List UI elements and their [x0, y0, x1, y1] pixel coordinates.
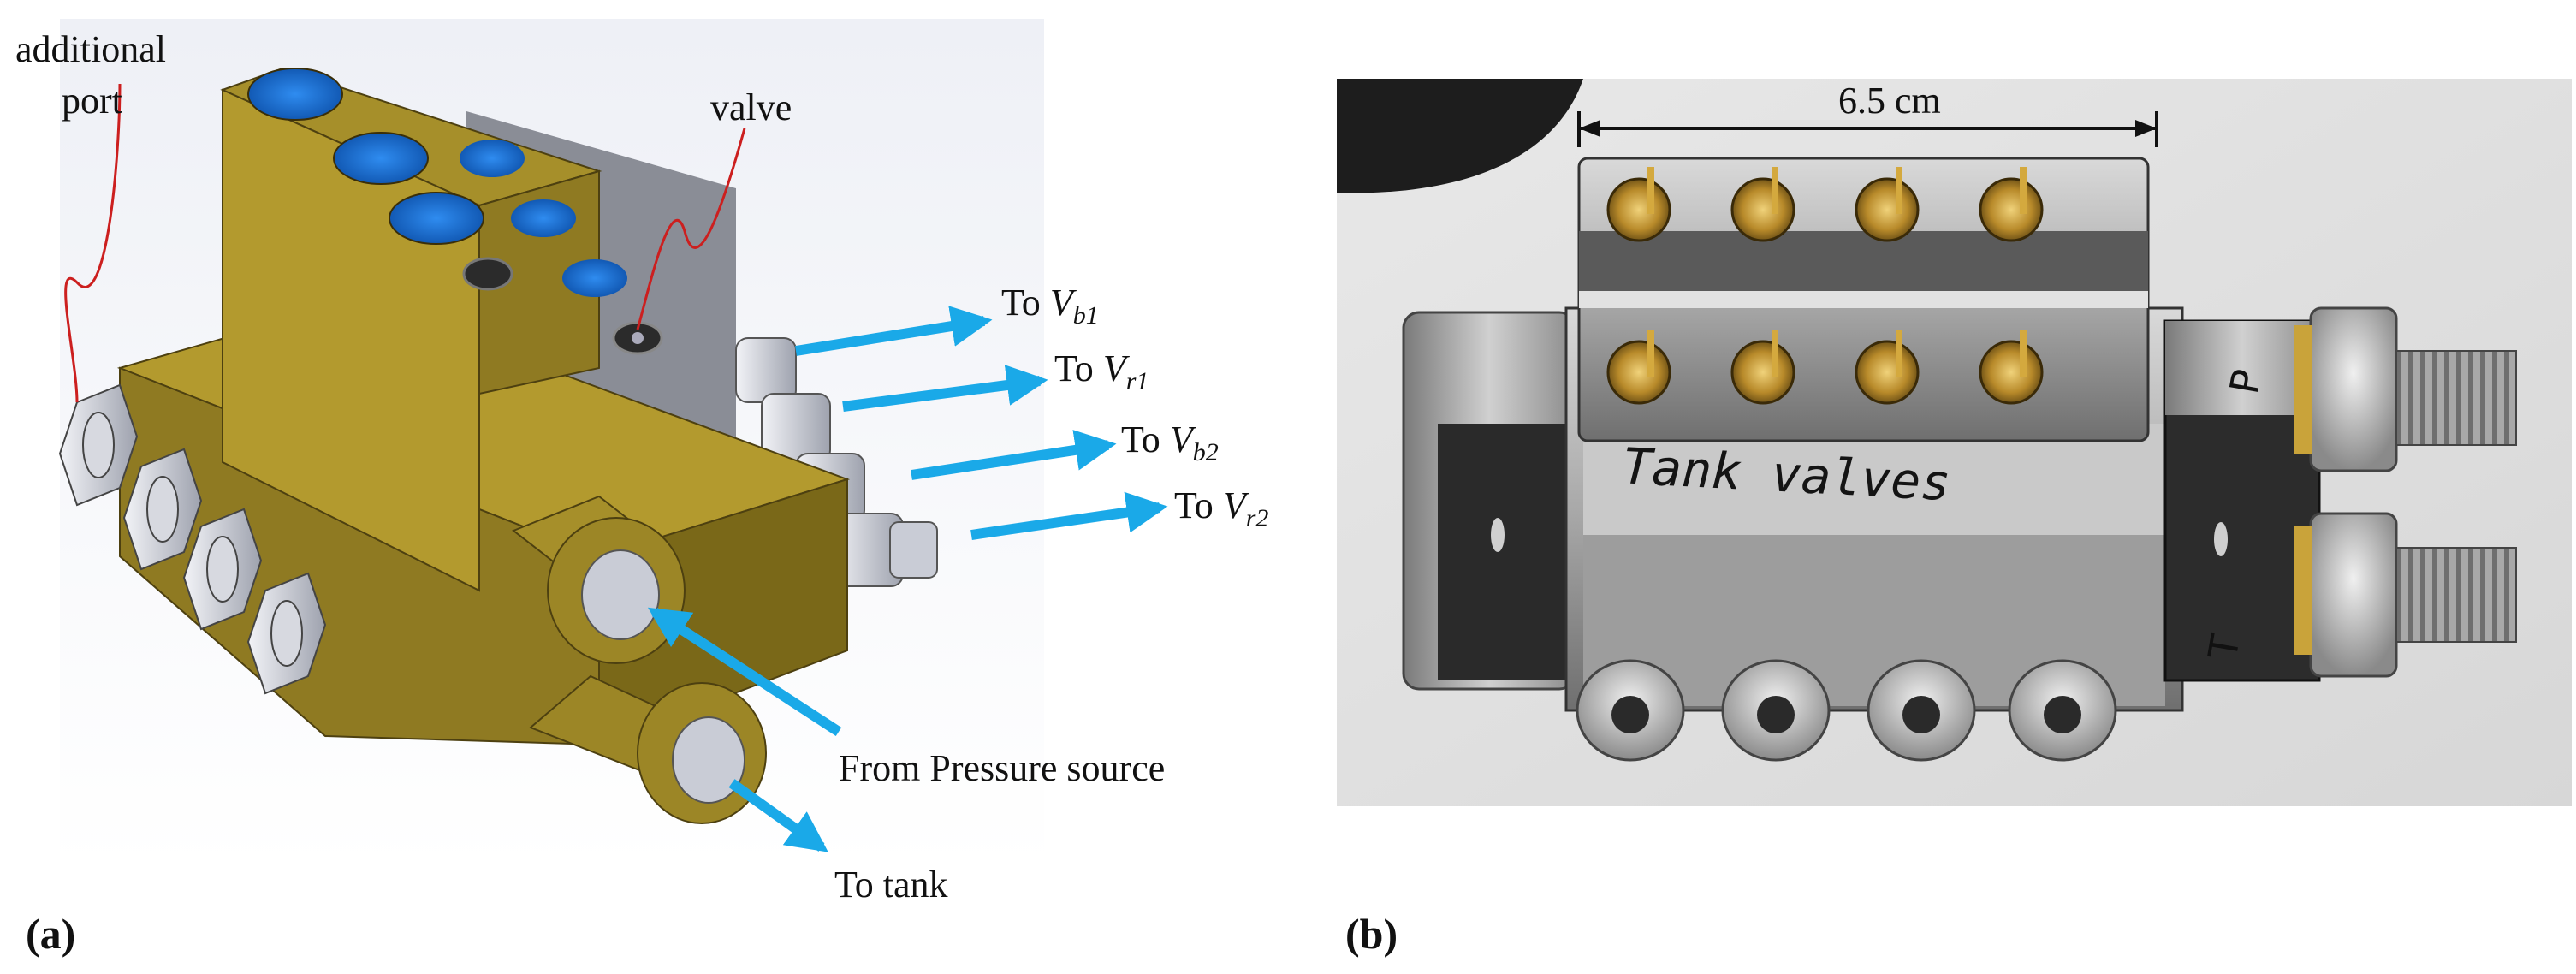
label-to-vr2-sub: r2 — [1246, 504, 1269, 532]
valve-block — [1577, 157, 2150, 442]
bottom-fittings — [1576, 659, 2117, 762]
label-to-vb2-prefix: To — [1121, 419, 1170, 460]
label-to-vr1: To Vr1 — [1054, 347, 1149, 395]
label-from-pressure-source: From Pressure source — [839, 747, 1165, 789]
arrow-from-pressure — [647, 607, 842, 737]
label-additional-port-1: additional — [15, 28, 166, 70]
tank-port — [529, 674, 767, 824]
top-ports — [247, 68, 627, 297]
dimension-line — [1577, 111, 2158, 147]
label-to-vr2-prefix: To — [1174, 484, 1223, 526]
label-to-vr1-sub: r1 — [1126, 367, 1149, 395]
handwritten-label: Tank valves — [1621, 437, 1952, 512]
label-to-vr1-var: V — [1103, 347, 1131, 389]
additional-port-leader — [64, 83, 122, 403]
label-to-vb1-prefix: To — [1001, 282, 1050, 324]
flow-arrows — [647, 306, 1168, 852]
panel-b-label: (b) — [1345, 910, 1398, 958]
valve-row-bottom — [1606, 330, 2044, 405]
valve-row-top — [1606, 167, 2044, 242]
label-to-vb2-sub: b2 — [1193, 438, 1219, 466]
arrow-to-vr1 — [842, 365, 1048, 412]
panel-a-cad-drawing: additional port valve To Vb1 To Vr1 To V… — [15, 19, 1268, 958]
label-to-vr2-var: V — [1223, 484, 1250, 526]
dimension-label: 6.5 cm — [1838, 80, 1941, 122]
label-valve: valve — [710, 86, 792, 128]
right-end-block — [2163, 319, 2321, 682]
side-mark-t: T — [2199, 630, 2249, 663]
side-mark-p: P — [2221, 366, 2270, 398]
valve-leader — [636, 128, 746, 330]
label-to-vb1-var: V — [1050, 282, 1077, 324]
arrow-to-vb1 — [795, 306, 993, 356]
label-to-vb1-sub: b1 — [1073, 301, 1099, 330]
manifold-body — [1564, 306, 2184, 712]
arrow-to-tank — [728, 779, 828, 852]
label-additional-port-2: port — [62, 80, 122, 122]
left-end-block — [1402, 311, 1576, 691]
dark-object-corner — [1337, 79, 1583, 193]
label-to-vr1-prefix: To — [1054, 347, 1103, 389]
label-to-vr2: To Vr2 — [1174, 484, 1268, 532]
photo-background — [1337, 79, 2572, 806]
valve-part — [612, 321, 663, 355]
arrow-to-vr2 — [970, 491, 1168, 540]
left-nuts — [58, 383, 327, 695]
right-threaded-fittings — [2294, 306, 2517, 678]
label-to-vb2: To Vb2 — [1121, 419, 1219, 466]
panel-a-label: (a) — [26, 910, 75, 958]
label-to-vb1: To Vb1 — [1001, 282, 1099, 330]
arrow-to-vb2 — [911, 430, 1117, 480]
label-to-tank: To tank — [834, 864, 948, 906]
label-to-vb2-var: V — [1170, 419, 1197, 460]
